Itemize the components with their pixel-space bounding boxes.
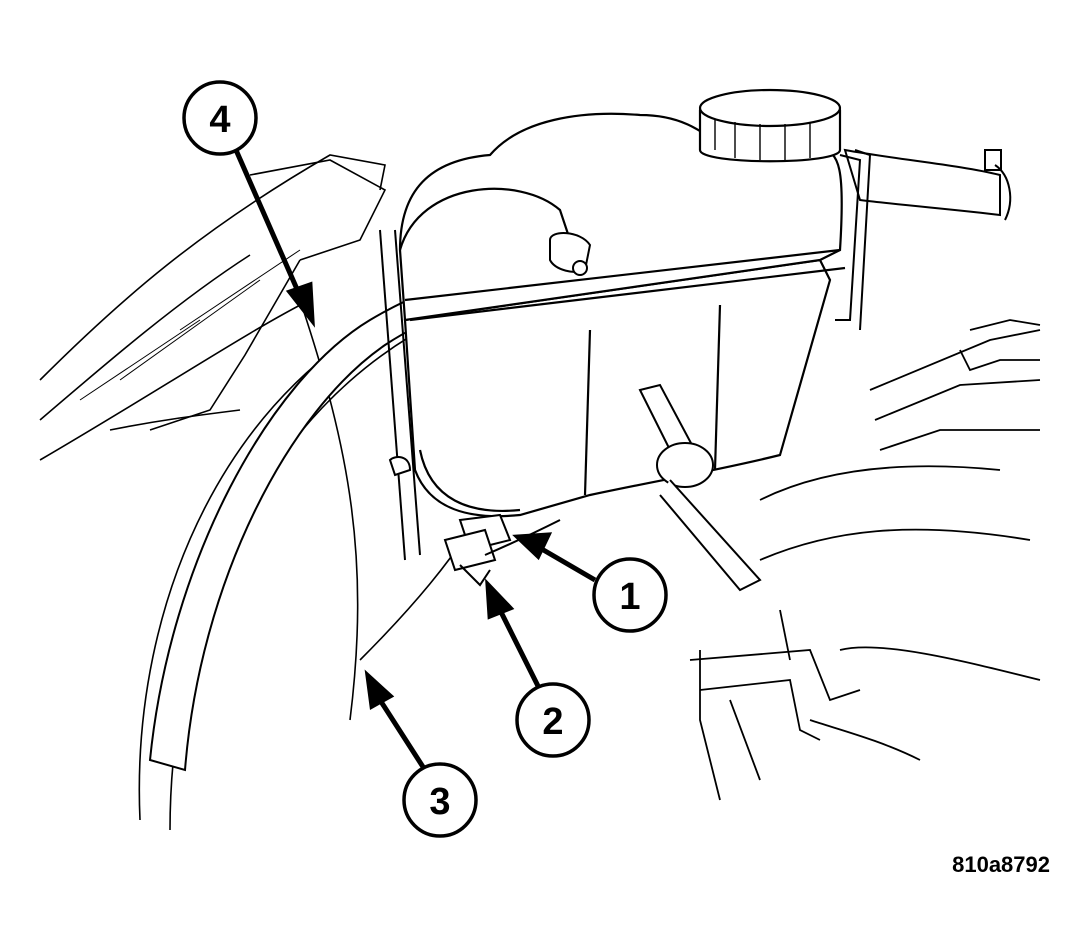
callout-1: 1 xyxy=(592,557,668,633)
callout-4: 4 xyxy=(182,80,258,156)
callout-2-label: 2 xyxy=(542,701,563,743)
coolant-reservoir xyxy=(398,112,846,518)
hose-clamp xyxy=(549,232,592,276)
mounting-bracket xyxy=(379,149,872,561)
callout-4-label: 4 xyxy=(209,99,230,141)
overflow-hose xyxy=(843,148,1012,221)
figure-id: 810a8792 xyxy=(952,852,1050,877)
callout-3: 3 xyxy=(402,762,478,838)
level-sensor-connector xyxy=(443,513,561,587)
tube-assembly xyxy=(638,383,762,592)
callout-leaders xyxy=(233,148,597,772)
callout-3-label: 3 xyxy=(429,781,450,823)
engine-components xyxy=(689,319,1041,801)
callout-2: 2 xyxy=(515,682,591,758)
pressure-cap xyxy=(698,88,842,163)
fender-panel xyxy=(39,154,387,461)
callout-1-label: 1 xyxy=(619,576,640,618)
